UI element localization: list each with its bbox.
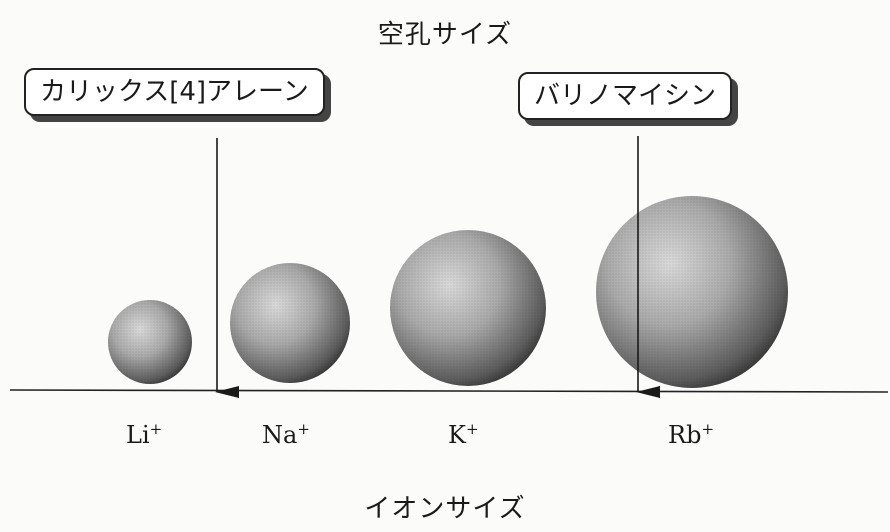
baseline-axis [9, 389, 889, 393]
na-ion-sphere [230, 263, 350, 383]
valinomycin-callout: バリノマイシン [518, 72, 733, 120]
ion-label-k: K+ [448, 420, 479, 449]
k-ion-sphere [390, 230, 546, 386]
ion-label-na: Na+ [262, 420, 310, 449]
ion-label-li: Li+ [126, 420, 163, 449]
rb-ion-sphere [596, 196, 788, 388]
ion-size-title: イオンサイズ [364, 494, 526, 524]
calixarene-callout: カリックス[4]アレーン [24, 68, 325, 116]
ion-label-rb: Rb+ [668, 420, 715, 449]
cavity-size-title: 空孔サイズ [377, 20, 513, 50]
li-ion-sphere [108, 300, 192, 384]
